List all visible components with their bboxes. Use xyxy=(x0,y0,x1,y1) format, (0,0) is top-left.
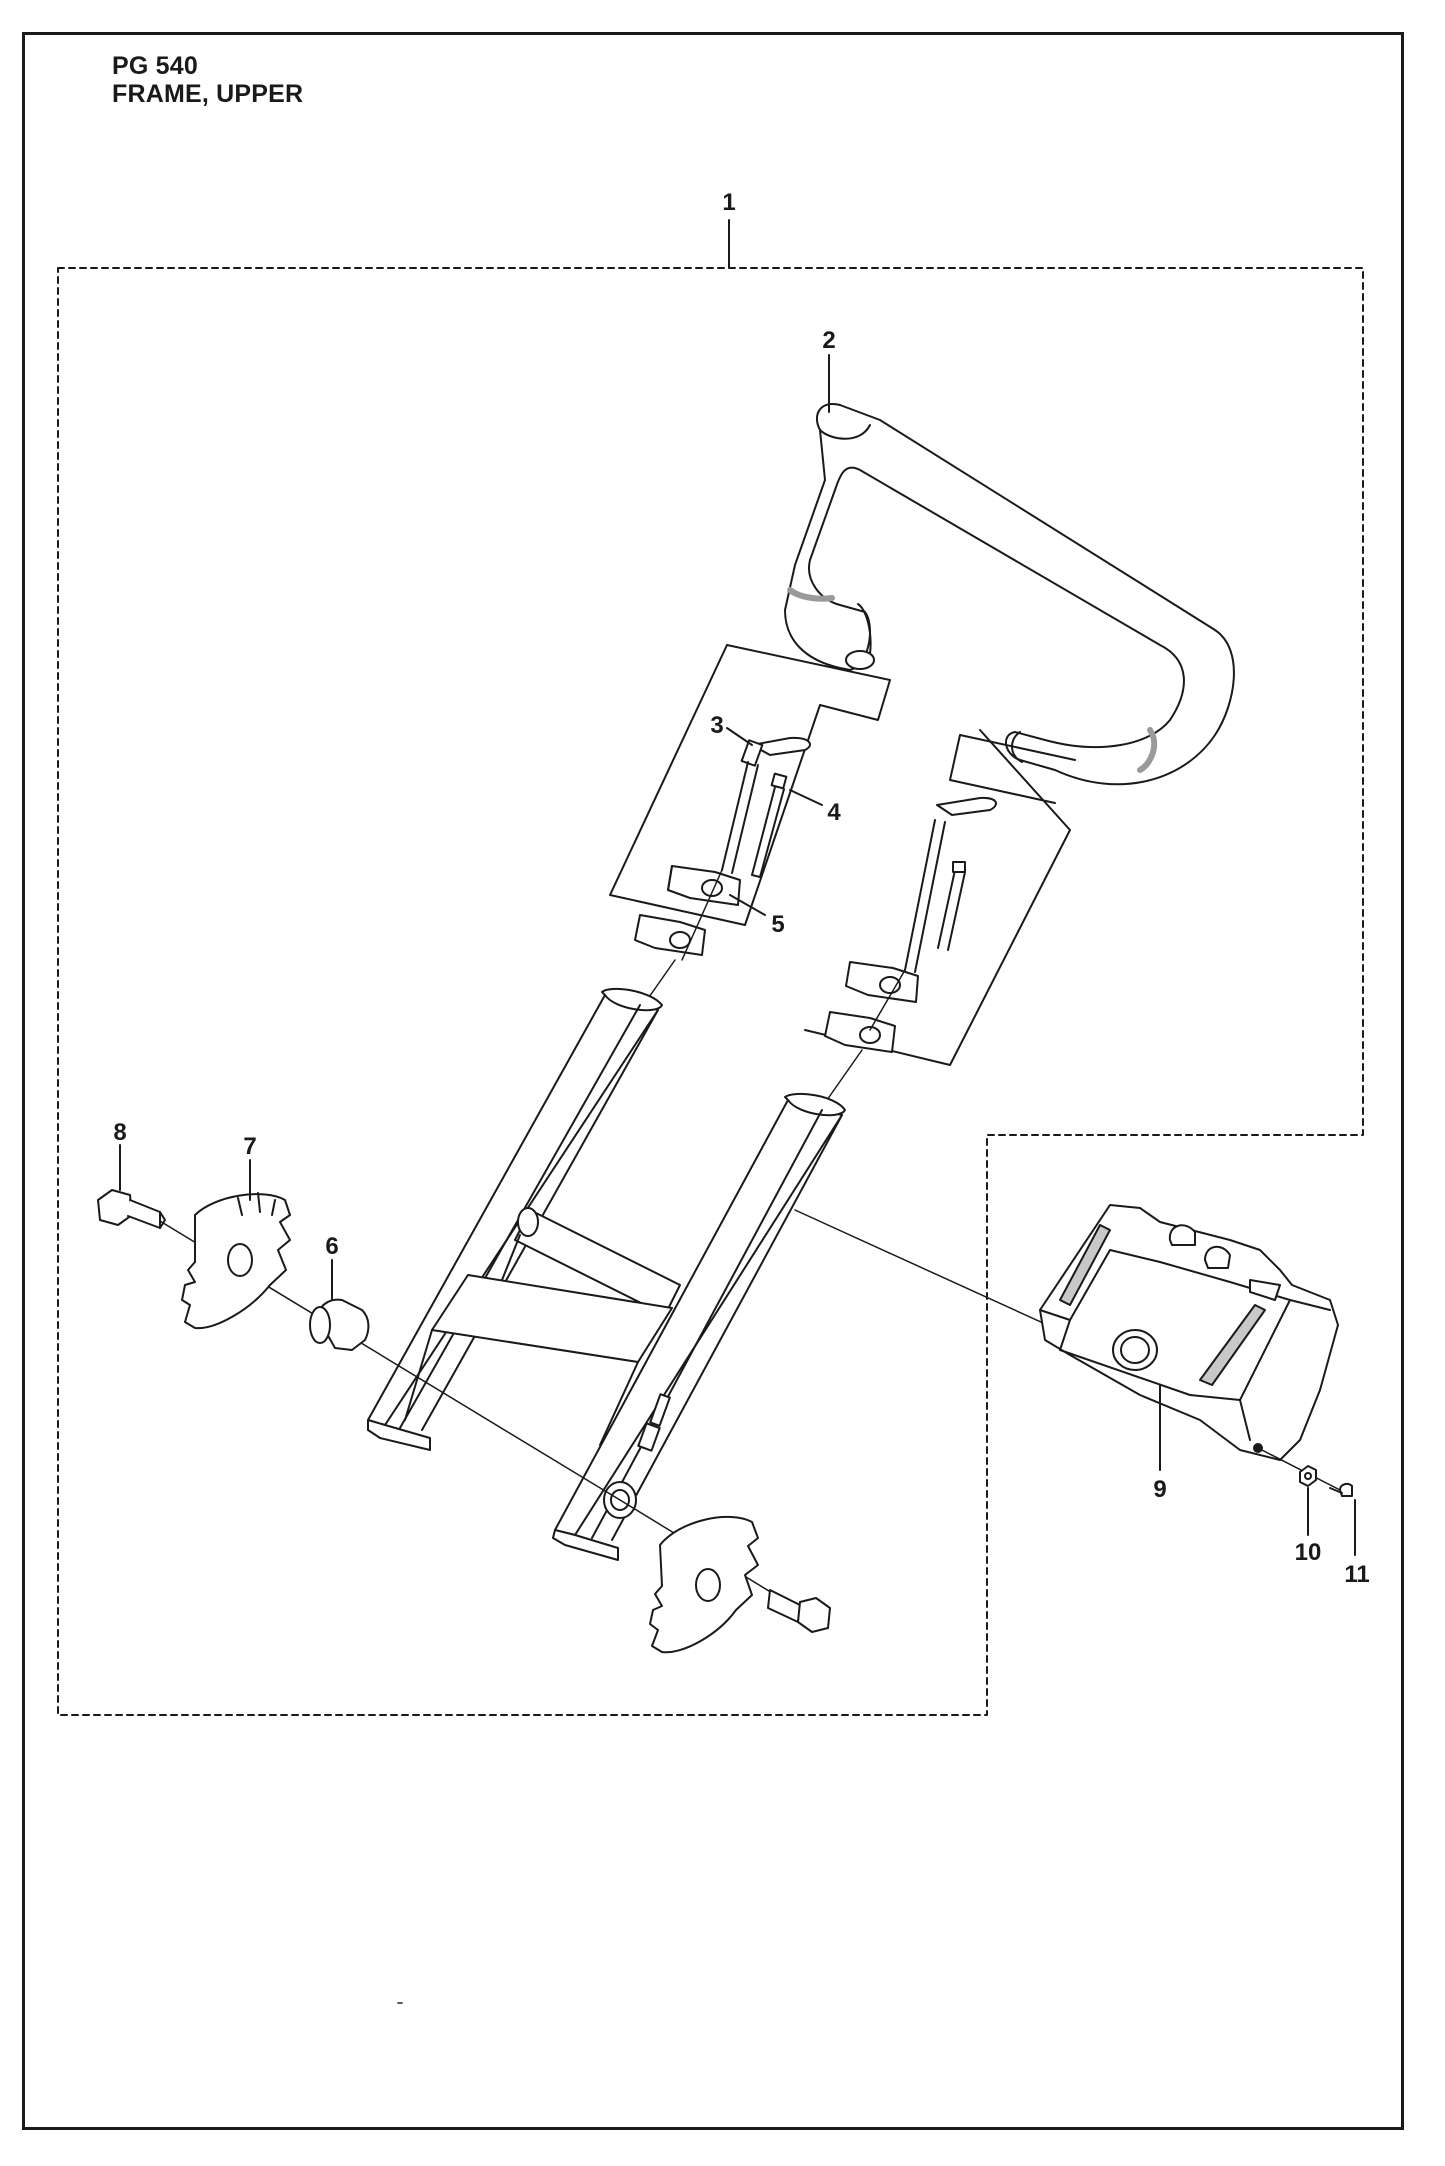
left-clamp-box xyxy=(609,644,891,926)
section-title: FRAME, UPPER xyxy=(112,80,304,108)
clamp-block-part-5 xyxy=(634,865,766,956)
callout-4: 4 xyxy=(827,799,841,826)
callout-4-leader xyxy=(789,789,823,806)
callout-7: 7 xyxy=(243,1133,256,1160)
screw-part-11 xyxy=(1329,1482,1356,1556)
model-title: PG 540 xyxy=(112,52,198,80)
nut-part-10 xyxy=(1299,1465,1317,1536)
right-locking-lever xyxy=(904,796,997,973)
locking-lever-part-3 xyxy=(721,727,811,874)
right-clamp-blocks xyxy=(824,961,919,1053)
upper-handle-part-2 xyxy=(784,354,1235,786)
hex-bolt-lower xyxy=(767,1589,831,1633)
callout-6: 6 xyxy=(325,1233,338,1260)
callout-11: 11 xyxy=(1344,1561,1369,1588)
hex-bolt-part-8 xyxy=(97,1144,166,1229)
washer-plate-lower xyxy=(649,1515,759,1654)
housing-part-9 xyxy=(1039,1204,1339,1471)
callout-2: 2 xyxy=(822,327,835,354)
bushing-part-6 xyxy=(309,1259,370,1351)
right-clamp-box xyxy=(820,735,1075,1060)
drawing-border xyxy=(22,32,1404,2130)
callout-3-leader xyxy=(726,727,753,746)
callout-10: 10 xyxy=(1295,1539,1322,1566)
callout-5-leader xyxy=(729,894,766,916)
lower-frame xyxy=(367,987,846,1561)
washer-plate-part-7 xyxy=(181,1159,291,1330)
assembly-1-boundary xyxy=(57,267,1364,1716)
title-block: PG 540 FRAME, UPPER xyxy=(112,52,303,108)
callout-5: 5 xyxy=(771,911,784,938)
callout-1: 1 xyxy=(722,189,735,216)
bolt-part-4 xyxy=(751,772,823,878)
callout-9: 9 xyxy=(1153,1476,1166,1503)
callout-3: 3 xyxy=(710,712,723,739)
callout-8: 8 xyxy=(113,1119,126,1146)
